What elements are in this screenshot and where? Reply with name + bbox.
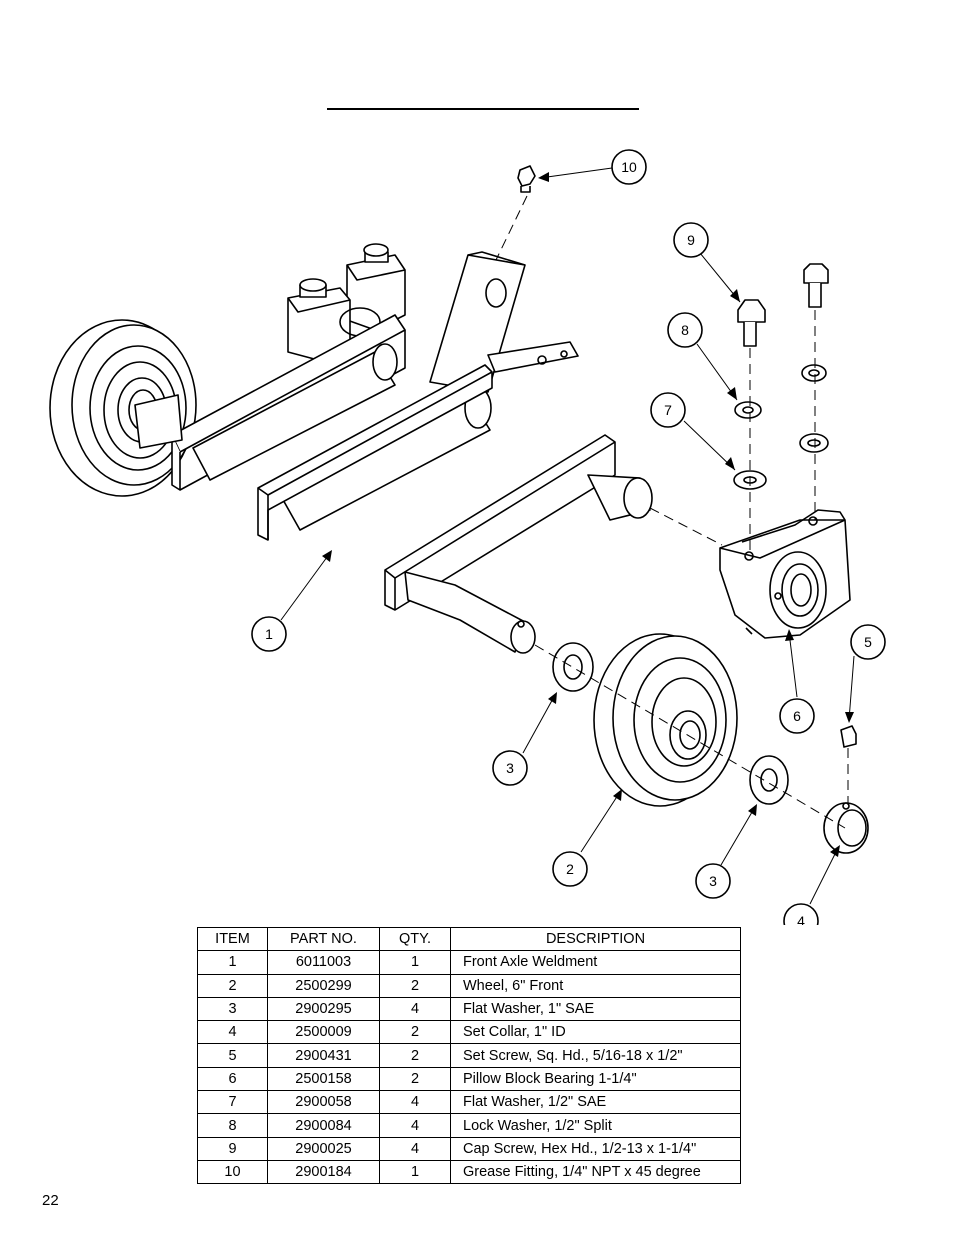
callout-balloon-4: 4 bbox=[783, 903, 819, 925]
qty-cell: 2 bbox=[379, 1020, 451, 1045]
axle-post-drawing bbox=[429, 251, 579, 393]
callout-balloon-3b: 3 bbox=[695, 863, 731, 899]
part-cell: 2900431 bbox=[267, 1043, 380, 1068]
callout-balloon-1: 1 bbox=[251, 616, 287, 652]
table-header-row: ITEM PART NO. QTY. DESCRIPTION bbox=[197, 926, 741, 952]
description-cell: Set Collar, 1" ID bbox=[450, 1020, 741, 1045]
far-wheel-drawing bbox=[49, 319, 197, 497]
item-cell: 9 bbox=[197, 1136, 268, 1161]
callout-3b-label: 3 bbox=[709, 873, 717, 889]
qty-cell: 4 bbox=[379, 996, 451, 1022]
callout-1-label: 1 bbox=[265, 626, 273, 642]
item-cell: 3 bbox=[197, 996, 268, 1022]
title-underline bbox=[327, 108, 639, 110]
description-cell: Set Screw, Sq. Hd., 5/16-18 x 1/2" bbox=[450, 1043, 741, 1068]
item-cell: 7 bbox=[197, 1090, 268, 1115]
callout-balloon-6: 6 bbox=[779, 698, 815, 734]
qty-cell: 4 bbox=[379, 1113, 451, 1138]
callout-balloon-9: 9 bbox=[673, 222, 709, 258]
callout-7-label: 7 bbox=[664, 402, 672, 418]
table-row: 4 2500009 2 Set Collar, 1" ID bbox=[197, 1020, 741, 1045]
callout-10-label: 10 bbox=[621, 159, 637, 175]
pillow-block-bearing-drawing bbox=[719, 509, 851, 639]
table-row: 6 2500158 2 Pillow Block Bearing 1-1/4" bbox=[197, 1066, 741, 1092]
item-cell: 5 bbox=[197, 1043, 268, 1068]
item-cell: 4 bbox=[197, 1020, 268, 1045]
assembly-centerlines bbox=[495, 195, 849, 829]
part-cell: 2500009 bbox=[267, 1020, 380, 1045]
leader-arrowheads bbox=[322, 172, 854, 857]
table-row: 7 2900058 4 Flat Washer, 1/2" SAE bbox=[197, 1090, 741, 1115]
part-cell: 2900184 bbox=[267, 1159, 380, 1185]
callout-4-label: 4 bbox=[797, 913, 805, 925]
description-cell: Cap Screw, Hex Hd., 1/2-13 x 1-1/4" bbox=[450, 1136, 741, 1161]
header-description: DESCRIPTION bbox=[450, 926, 741, 952]
header-qty: QTY. bbox=[379, 926, 451, 952]
wheel-assembly-drawing bbox=[552, 633, 869, 854]
table-row: 8 2900084 4 Lock Washer, 1/2" Split bbox=[197, 1113, 741, 1138]
table-row: 9 2900025 4 Cap Screw, Hex Hd., 1/2-13 x… bbox=[197, 1136, 741, 1161]
part-cell: 2500158 bbox=[267, 1066, 380, 1092]
qty-cell: 2 bbox=[379, 1043, 451, 1068]
qty-cell: 4 bbox=[379, 1136, 451, 1161]
callout-6-label: 6 bbox=[793, 708, 801, 724]
description-cell: Pillow Block Bearing 1-1/4" bbox=[450, 1066, 741, 1092]
item-cell: 2 bbox=[197, 973, 268, 998]
part-cell: 6011003 bbox=[267, 950, 380, 975]
table-row: 10 2900184 1 Grease Fitting, 1/4" NPT x … bbox=[197, 1159, 741, 1185]
part-cell: 2500299 bbox=[267, 973, 380, 998]
header-item: ITEM bbox=[197, 926, 268, 952]
part-cell: 2900084 bbox=[267, 1113, 380, 1138]
item-cell: 10 bbox=[197, 1159, 268, 1185]
callout-balloon-8: 8 bbox=[667, 312, 703, 348]
qty-cell: 2 bbox=[379, 1066, 451, 1092]
description-cell: Front Axle Weldment bbox=[450, 950, 741, 975]
qty-cell: 1 bbox=[379, 950, 451, 975]
upper-pillow-blocks-drawing bbox=[287, 243, 406, 361]
item-cell: 8 bbox=[197, 1113, 268, 1138]
item-cell: 1 bbox=[197, 950, 268, 975]
callout-9-label: 9 bbox=[687, 232, 695, 248]
callout-balloon-7: 7 bbox=[650, 392, 686, 428]
part-cell: 2900025 bbox=[267, 1136, 380, 1161]
parts-list-table: ITEM PART NO. QTY. DESCRIPTION 1 6011003… bbox=[197, 926, 741, 1185]
part-cell: 2900295 bbox=[267, 996, 380, 1022]
page-number: 22 bbox=[42, 1192, 59, 1209]
table-row: 5 2900431 2 Set Screw, Sq. Hd., 5/16-18 … bbox=[197, 1043, 741, 1068]
exploded-assembly-diagram: 10 9 8 7 1 5 6 3 2 3 4 bbox=[49, 149, 886, 925]
qty-cell: 1 bbox=[379, 1159, 451, 1185]
leader-lines bbox=[280, 167, 855, 905]
callout-2-label: 2 bbox=[566, 861, 574, 877]
header-part-no: PART NO. bbox=[267, 926, 380, 952]
description-cell: Flat Washer, 1/2" SAE bbox=[450, 1090, 741, 1115]
item-cell: 6 bbox=[197, 1066, 268, 1092]
table-row: 2 2500299 2 Wheel, 6" Front bbox=[197, 973, 741, 998]
axle-weldment-drawing bbox=[134, 314, 653, 654]
qty-cell: 4 bbox=[379, 1090, 451, 1115]
callout-3a-label: 3 bbox=[506, 760, 514, 776]
callout-balloon-3a: 3 bbox=[492, 750, 528, 786]
callout-balloon-2: 2 bbox=[552, 851, 588, 887]
qty-cell: 2 bbox=[379, 973, 451, 998]
description-cell: Grease Fitting, 1/4" NPT x 45 degree bbox=[450, 1159, 741, 1185]
description-cell: Wheel, 6" Front bbox=[450, 973, 741, 998]
part-cell: 2900058 bbox=[267, 1090, 380, 1115]
callout-8-label: 8 bbox=[681, 322, 689, 338]
callout-balloon-10: 10 bbox=[611, 149, 647, 185]
description-cell: Flat Washer, 1" SAE bbox=[450, 996, 741, 1022]
table-row: 3 2900295 4 Flat Washer, 1" SAE bbox=[197, 996, 741, 1022]
callout-balloon-5: 5 bbox=[850, 624, 886, 660]
callout-5-label: 5 bbox=[864, 634, 872, 650]
table-row: 1 6011003 1 Front Axle Weldment bbox=[197, 950, 741, 975]
description-cell: Lock Washer, 1/2" Split bbox=[450, 1113, 741, 1138]
